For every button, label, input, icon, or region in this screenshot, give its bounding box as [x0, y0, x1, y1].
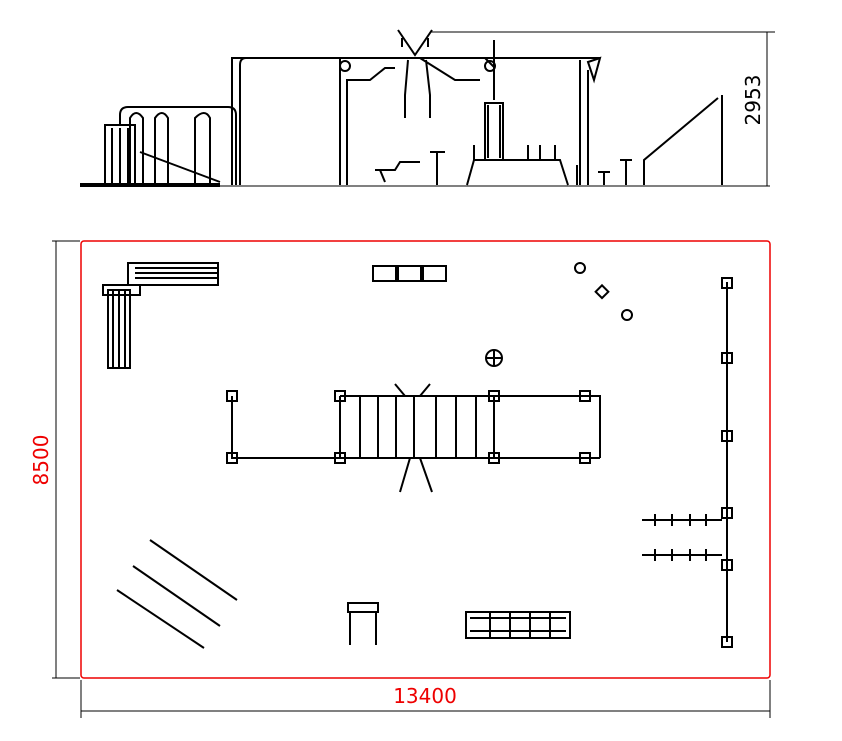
elevation-seat [375, 151, 445, 185]
elevation-main-frame [231, 57, 600, 185]
plan-stepping-post [594, 283, 610, 300]
plan-stool [347, 602, 379, 645]
ground-slab [80, 183, 220, 187]
elevation-top-bracket [397, 29, 433, 57]
elevation-bracket [586, 56, 602, 84]
elevation-sit-up-board [139, 151, 221, 183]
depth-dimension-label: 8500 [29, 435, 53, 486]
plan-weight-wheel-cross [486, 350, 502, 366]
area-boundary [80, 240, 771, 679]
plan-seats [372, 265, 447, 282]
plan-hang-bars [642, 514, 722, 561]
plan-main-frame [231, 395, 601, 459]
elevation-incline-bar [643, 95, 723, 185]
plan-parallel-bars [127, 262, 219, 286]
plan-stepping-post [621, 309, 633, 321]
height-dimension-label: 2953 [741, 75, 765, 126]
plan-right-posts [721, 277, 733, 648]
elevation-cables [404, 57, 480, 118]
plan-balance-beams [116, 539, 238, 649]
plan-view: 8500 13400 [29, 240, 771, 718]
elevation-dip-station [466, 145, 569, 186]
elevation-pulley [339, 60, 351, 72]
plan-bench-bottom [465, 611, 571, 639]
plan-stepping-post [574, 262, 586, 274]
plan-posts [226, 390, 591, 464]
elevation-stools [576, 159, 632, 185]
plan-ladder-bars [359, 396, 477, 458]
side-elevation: 2953 [80, 29, 775, 187]
width-dimension-label: 13400 [393, 684, 457, 708]
plan-handles [394, 383, 433, 493]
elevation-parallel-bars [119, 106, 237, 185]
plan-bench [102, 284, 141, 369]
